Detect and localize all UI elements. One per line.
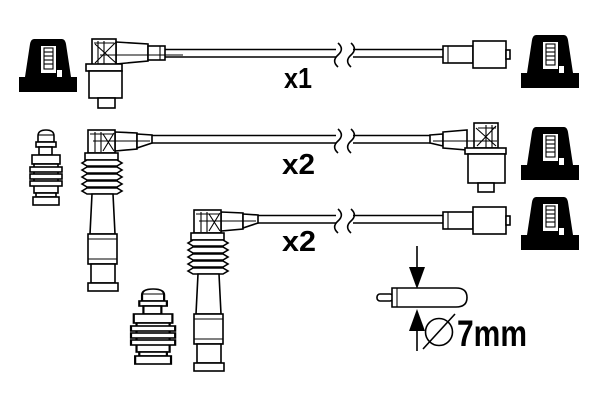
angled-connector-row1-left (85, 38, 183, 109)
cable-row1 (165, 48, 443, 58)
distributor-cap-icon (520, 34, 580, 89)
spark-plug-icon (129, 287, 177, 366)
distributor-cap-icon (520, 196, 580, 251)
quantity-label-row2: x2 (282, 149, 315, 181)
cable-break-icon (333, 42, 356, 68)
cable-row3 (253, 214, 443, 224)
quantity-label-row3: x2 (282, 226, 316, 258)
cable-diameter-callout: 7mm (376, 246, 527, 354)
diameter-symbol-icon (422, 313, 456, 350)
cable-cross-section (376, 287, 468, 308)
cable-row2 (152, 134, 430, 144)
cable-break-icon (333, 128, 356, 154)
straight-connector-row1 (442, 40, 511, 69)
spark-plug-icon (29, 129, 63, 206)
straight-connector-row3 (442, 206, 511, 235)
spark-plug-connector-row2 (81, 129, 153, 292)
arrow-down-icon (409, 246, 425, 289)
angled-connector-row2-right (429, 122, 507, 193)
arrow-up-icon (409, 309, 425, 351)
spark-plug-connector-row3 (187, 209, 259, 372)
cable-break-icon (333, 208, 356, 234)
distributor-cap-icon (18, 38, 78, 93)
diameter-value: 7mm (457, 313, 527, 354)
distributor-cap-icon (520, 126, 580, 181)
quantity-label-row1: x1 (284, 63, 312, 95)
